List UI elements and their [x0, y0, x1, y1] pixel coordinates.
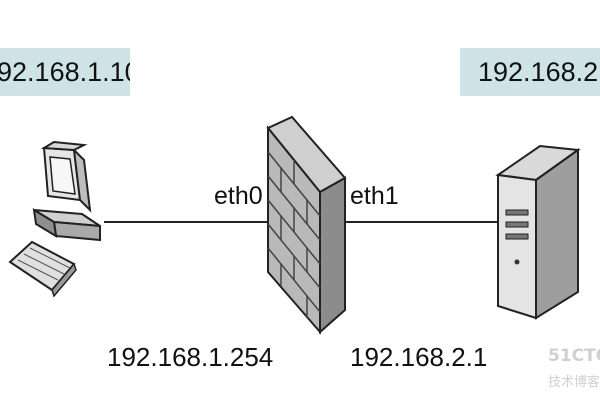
right-host-ip: 192.168.2.5 [478, 57, 600, 87]
left-gateway-ip: 192.168.1.254 [107, 342, 274, 372]
server-icon [495, 144, 581, 320]
computer-icon [8, 140, 101, 298]
right-gateway-ip: 192.168.2.1 [350, 342, 488, 372]
right-host-ip-label: 192.168.2.5 [460, 48, 600, 96]
left-host-ip: 192.168.1.10 [0, 57, 130, 87]
firewall-icon [266, 115, 347, 335]
firewall-iface-left: eth0 [214, 182, 263, 210]
watermark-logo: 51CTO [548, 346, 600, 366]
watermark-subtitle: 技术博客 [548, 375, 600, 390]
firewall-iface-right: eth1 [350, 182, 399, 210]
left-host-ip-label: 192.168.1.10 [0, 48, 130, 96]
